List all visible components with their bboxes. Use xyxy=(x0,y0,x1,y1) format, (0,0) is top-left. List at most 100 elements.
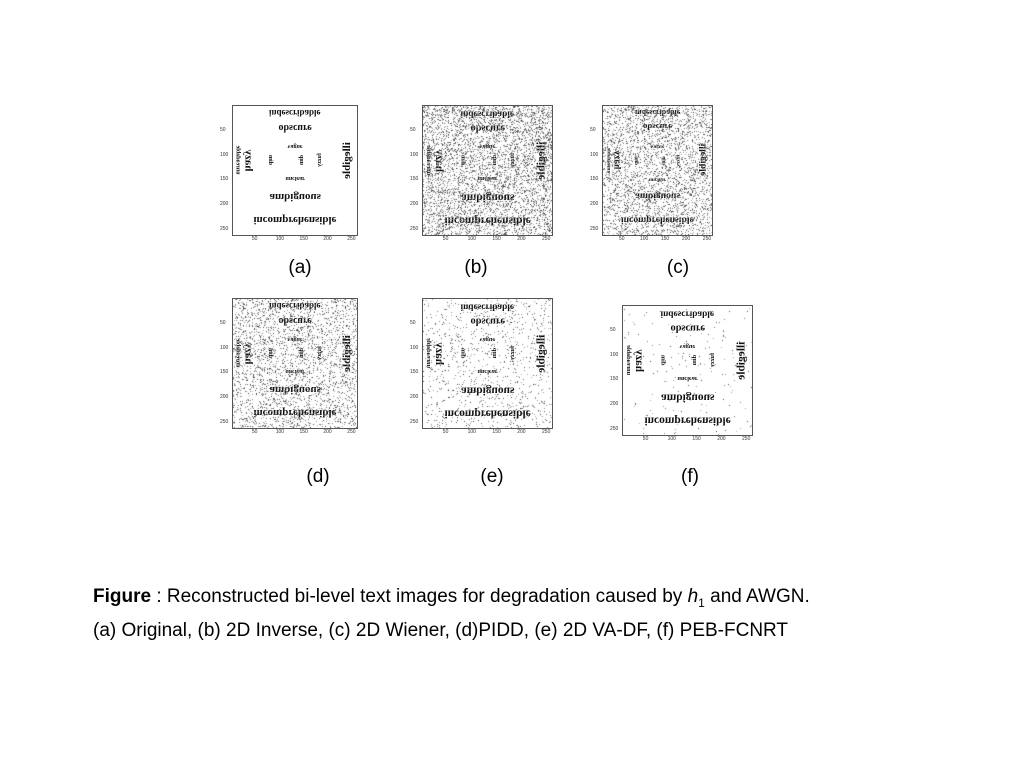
x-tick-label: 100 xyxy=(275,429,285,435)
x-tick-label: 50 xyxy=(442,429,449,435)
x-tick-label: 200 xyxy=(517,236,526,242)
label-f: (f) xyxy=(681,466,699,487)
x-tick-label: 50 xyxy=(251,429,258,435)
x-tick-label: 200 xyxy=(323,236,332,242)
y-tick-label: 200 xyxy=(610,401,619,408)
panel-b: indescribableobscurevagueunreadableilleg… xyxy=(400,102,555,247)
x-tick-label: 150 xyxy=(660,236,670,242)
x-tick-label: 250 xyxy=(742,436,751,442)
caption-line-1: Figure : Reconstructed bi-level text ima… xyxy=(93,583,993,617)
noise-overlay xyxy=(423,299,552,428)
x-tick-label: 200 xyxy=(517,429,526,435)
y-tick-label: 100 xyxy=(220,151,229,158)
y-tick-label: 100 xyxy=(590,151,599,158)
x-tick-label: 100 xyxy=(275,236,285,242)
figure-caption: Figure : Reconstructed bi-level text ima… xyxy=(93,583,993,644)
y-tick-label: 200 xyxy=(220,201,229,208)
word-hazy: hazy xyxy=(242,149,255,172)
y-tick-label: 50 xyxy=(220,319,226,326)
label-e: (e) xyxy=(480,466,504,487)
x-tick-label: 150 xyxy=(492,429,501,435)
word-right-vertical: illegible xyxy=(340,141,353,179)
y-tick-label: 50 xyxy=(410,319,416,326)
caption-text: : Reconstructed bi-level text images for… xyxy=(151,586,688,607)
noise-overlay xyxy=(423,106,552,235)
caption-variable: h xyxy=(687,586,699,607)
x-tick-label: 100 xyxy=(639,236,649,242)
panel-f: indescribableobscurevagueunreadableilleg… xyxy=(600,302,755,447)
y-tick-label: 200 xyxy=(220,394,229,401)
word-top: indescribable xyxy=(269,107,321,118)
x-tick-label: 250 xyxy=(702,236,712,242)
panel-e: indescribableobscurevagueunreadableilleg… xyxy=(400,295,555,440)
caption-line1-end: and AWGN. xyxy=(704,586,810,607)
x-tick-label: 150 xyxy=(492,236,501,242)
word-left-vertical: unreadable xyxy=(234,145,241,175)
x-tick-label: 250 xyxy=(347,236,356,242)
y-tick-label: 150 xyxy=(410,176,419,183)
panel-a: indescribable obscure vague unreadable illeg… xyxy=(210,102,360,247)
y-tick-label: 250 xyxy=(220,419,229,426)
word-dim: dim xyxy=(267,155,274,166)
y-tick-label: 100 xyxy=(610,351,619,358)
x-tick-label: 200 xyxy=(681,236,691,242)
caption-subscript: 1 xyxy=(698,595,705,610)
noise-overlay xyxy=(623,306,752,435)
caption-prefix: Figure xyxy=(93,586,152,607)
word-dim2: dim xyxy=(299,155,306,166)
x-tick-label: 200 xyxy=(717,436,726,442)
text-image-frame: indescribableobscurevagueunreadableilleg… xyxy=(422,105,553,236)
x-tick-label: 50 xyxy=(618,236,625,242)
text-image-frame: indescribable obscure vague unreadable illeg… xyxy=(232,105,358,236)
y-tick-label: 200 xyxy=(590,201,599,208)
text-image-frame: indescribableobscurevagueunreadableilleg… xyxy=(602,105,713,236)
text-image-frame: indescribableobscurevagueunreadableilleg… xyxy=(622,305,753,436)
label-c: (c) xyxy=(666,257,690,278)
panel-d: indescribableobscurevagueunreadableilleg… xyxy=(210,295,360,440)
y-tick-label: 50 xyxy=(410,126,416,133)
label-b: (b) xyxy=(464,257,488,278)
word-vague: vague xyxy=(287,142,303,149)
y-tick-label: 150 xyxy=(220,369,229,376)
y-tick-label: 250 xyxy=(410,226,419,233)
text-image-frame: indescribableobscurevagueunreadableilleg… xyxy=(232,298,358,429)
x-tick-label: 200 xyxy=(323,429,332,435)
x-tick-label: 150 xyxy=(299,429,308,435)
y-tick-label: 250 xyxy=(220,226,229,233)
x-tick-label: 250 xyxy=(542,236,551,242)
x-tick-label: 50 xyxy=(642,436,649,442)
noise-overlay xyxy=(233,299,357,428)
y-tick-label: 250 xyxy=(410,419,419,426)
y-tick-label: 100 xyxy=(220,344,229,351)
panel-c: indescribableobscurevagueunreadableilleg… xyxy=(580,102,715,247)
y-tick-label: 250 xyxy=(610,426,619,433)
word-obscure: obscure xyxy=(278,121,312,133)
label-a: (a) xyxy=(288,257,312,278)
caption-line-2: (a) Original, (b) 2D Inverse, (c) 2D Wie… xyxy=(93,619,789,641)
x-tick-label: 50 xyxy=(442,236,449,242)
y-tick-label: 150 xyxy=(220,176,229,183)
label-d: (d) xyxy=(306,466,330,487)
y-tick-label: 250 xyxy=(590,226,599,233)
x-tick-label: 100 xyxy=(467,429,476,435)
y-tick-label: 100 xyxy=(410,344,419,351)
y-tick-label: 100 xyxy=(410,151,419,158)
y-tick-label: 50 xyxy=(610,326,616,333)
x-tick-label: 250 xyxy=(347,429,356,435)
y-tick-label: 150 xyxy=(610,376,619,383)
y-tick-label: 50 xyxy=(220,126,226,133)
text-image-frame: indescribableobscurevagueunreadableilleg… xyxy=(422,298,553,429)
y-tick-label: 200 xyxy=(410,201,419,208)
word-fuzzy: fuzzy xyxy=(316,153,323,168)
x-tick-label: 100 xyxy=(667,436,676,442)
y-tick-label: 200 xyxy=(410,394,419,401)
y-tick-label: 50 xyxy=(590,126,596,133)
word-unclear: unclear xyxy=(285,175,305,182)
noise-overlay xyxy=(603,106,712,235)
y-tick-label: 150 xyxy=(590,176,599,183)
x-tick-label: 50 xyxy=(251,236,258,242)
x-tick-label: 150 xyxy=(299,236,308,242)
x-tick-label: 150 xyxy=(692,436,701,442)
x-tick-label: 250 xyxy=(542,429,551,435)
x-tick-label: 100 xyxy=(467,236,476,242)
